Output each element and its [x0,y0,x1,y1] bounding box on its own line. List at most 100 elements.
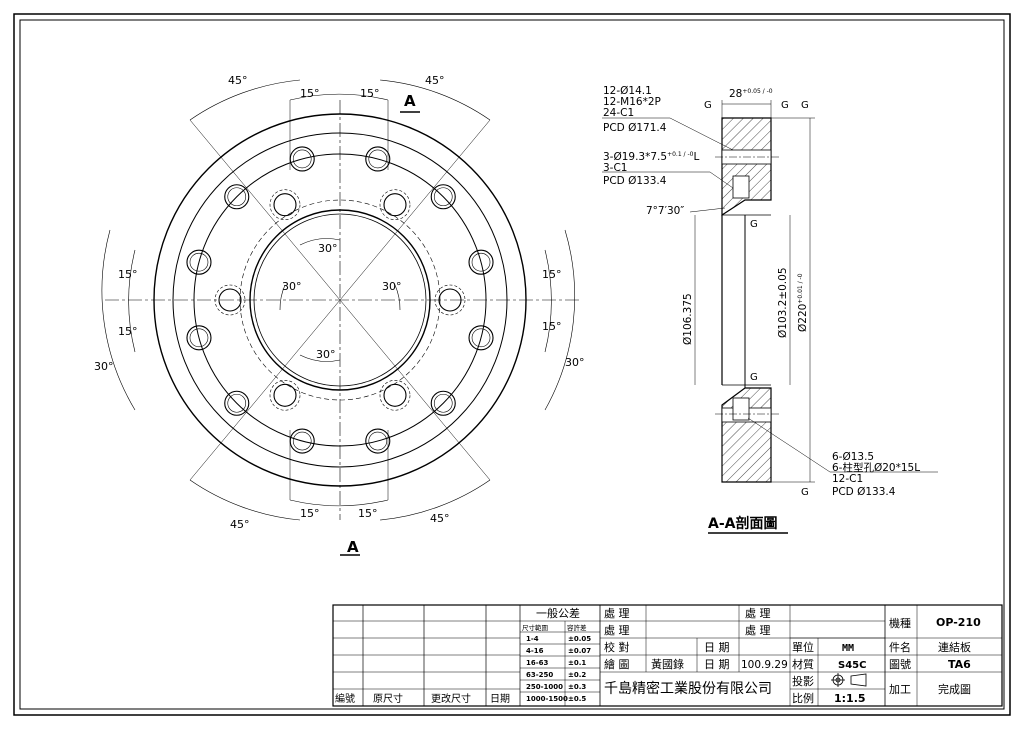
angle-label: 15° [360,87,380,100]
treatment-label: 處 理 [745,606,771,620]
date-label: 日 期 [704,658,730,671]
drafter-name: 黃國錄 [651,657,684,671]
date-value: 100.9.29 [741,659,788,671]
general-tolerance-label: 一般公差 [536,606,580,620]
scale-value: 1:1.5 [834,692,866,705]
angle-label: 45° [425,74,445,87]
hole-ring-circle [193,153,487,447]
leader-line [602,171,734,189]
counterbore-section [732,397,750,421]
tolerance-range: 16-63 [526,659,549,667]
counterbore-hole [214,284,246,316]
upper-section-hatch [721,117,772,217]
angle-label: 15° [358,507,378,520]
bolt-hole [430,184,456,210]
tolerance-value: ±0.5 [568,695,586,703]
tolerance-value: ±0.05 [568,635,591,643]
inner-arc-top [299,238,341,246]
leader-line [602,117,734,151]
treatment-label: 處 理 [745,623,771,637]
angle-label: 30° [94,360,114,373]
surface-finish-symbols: G G G G G G [704,100,809,498]
arc-left-15 [128,249,136,353]
draw-label: 繪 圖 [604,657,630,671]
hidden-chamfer-circle [239,199,441,401]
inner-diameter-dim: Ø106.375 [682,293,694,345]
angle-label: 15° [118,268,138,281]
material-label: 材質 [792,657,814,671]
finish-symbol: G [781,100,789,111]
finish-symbol: G [801,100,809,111]
bore-circle [249,209,431,391]
arc-bottom-left [189,479,301,521]
callout-mid-line: PCD Ø133.4 [603,175,667,187]
counterbore-hole [269,379,301,411]
projection-label: 投影 [792,674,814,688]
leader-line [747,417,938,473]
angle-label: 30° [382,280,402,293]
leader-line [689,207,726,213]
bolt-hole [224,184,250,210]
bolt-hole [365,428,391,454]
tolerance-value: ±0.07 [568,647,591,655]
angle-label: 15° [300,507,320,520]
angle-label: 45° [228,74,248,87]
arc-left-30 [101,229,136,411]
callout-top-line: PCD Ø171.4 [603,122,667,134]
radial-line [189,119,341,301]
angle-label: 30° [565,356,585,369]
bore-inner-circle [253,213,427,387]
unit-label: 單位 [792,640,814,654]
rev-date-header: 日期 [490,693,510,705]
radial-line [189,299,341,481]
tolerance-range: 4-16 [526,647,544,655]
radial-line [339,299,491,481]
counterbore-hole [379,189,411,221]
radial-line [339,119,491,301]
process-value: 完成圖 [938,682,971,696]
outer-diameter-circle [153,113,527,487]
counterbore-hole [434,284,466,316]
rev-orig-header: 原尺寸 [373,692,403,705]
inner-arc-right [394,284,401,311]
drawing-no-value: TA6 [948,658,971,671]
rev-no-header: 編號 [335,692,355,705]
machine-label: 機種 [889,616,911,630]
arc-top-15 [289,93,389,101]
front-view [101,79,580,556]
section-mark-top: A [404,92,416,110]
inner-arc-left [279,284,286,311]
allowance-header: 容許差 [567,623,587,632]
callout-mid-line: 3-C1 [603,162,627,174]
bolt-hole [224,390,250,416]
finish-symbol: G [750,219,758,230]
arc-right-15 [544,249,552,353]
arc-top-right [379,79,491,121]
check-label: 校 對 [604,640,630,654]
bolt-hole [468,325,494,351]
callout-top-line: 12-M16*2P [603,96,661,108]
rev-changed-header: 更改尺寸 [431,692,471,705]
callout-bottom-line: PCD Ø133.4 [832,486,896,498]
arc-top-left [189,79,301,121]
callout-bottom-line: 6-柱型孔Ø20*15L [832,461,920,474]
treatment-label: 處 理 [604,623,630,637]
callout-mid-line: 3-Ø19.3*7.5+0.1 / -0L [603,151,699,163]
bolt-hole [186,249,212,275]
arc-bottom-15 [289,499,389,507]
bore-diameter-dim: Ø103.2±0.05 [777,267,789,338]
callout-bottom-line: 6-Ø13.5 [832,451,874,463]
angle-label: 45° [230,518,250,531]
outer-diameter-dim: Ø220+0.01 / -0 [797,273,809,332]
drawing-no-label: 圖號 [889,658,911,671]
callout-top-line: 24-C1 [603,107,634,119]
unit-value: MM [842,643,854,654]
bolt-hole [430,390,456,416]
inner-border [19,19,1005,710]
outer-step-circle [172,132,508,468]
size-range-header: 尺寸範圍 [522,623,548,632]
material-value: S45C [838,660,866,671]
taper-angle: 7°7′30″ [646,205,684,217]
angle-label: 30° [282,280,302,293]
tolerance-value: ±0.2 [568,671,586,679]
